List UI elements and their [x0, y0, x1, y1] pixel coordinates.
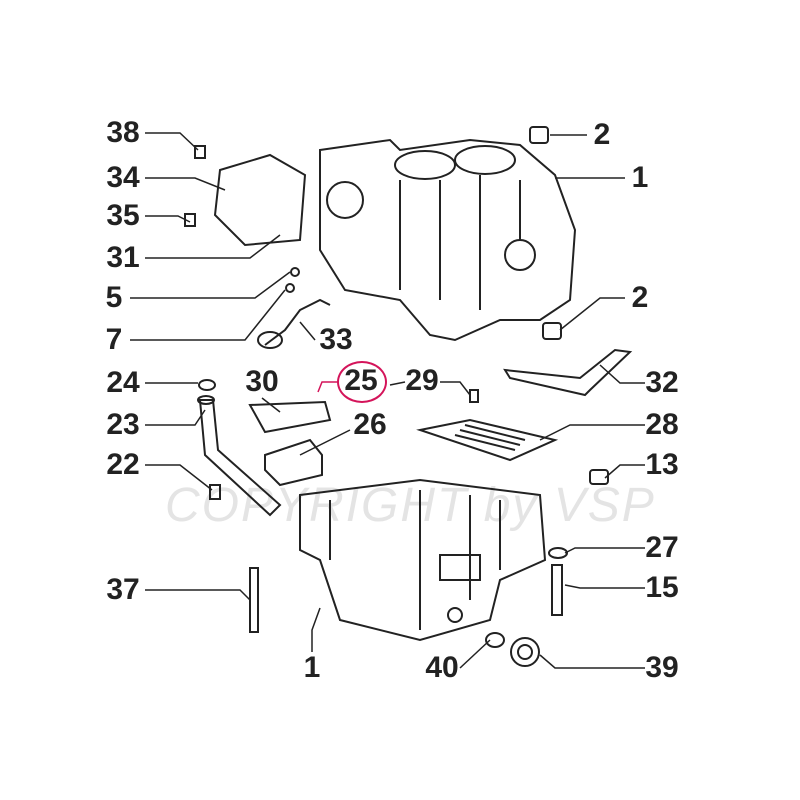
callout-28[interactable]: 28 [645, 408, 679, 441]
callout-26[interactable]: 26 [353, 408, 387, 441]
callout-7[interactable]: 7 [105, 323, 123, 356]
callout-38[interactable]: 38 [106, 116, 140, 149]
highlight-ring [337, 361, 387, 403]
cover-34 [213, 153, 307, 247]
callout-32[interactable]: 32 [645, 366, 679, 399]
callout-25[interactable]: 25 [344, 364, 378, 397]
seal-24 [198, 379, 216, 391]
bracket-32 [503, 348, 633, 397]
plug-39 [510, 637, 540, 667]
callout-40[interactable]: 40 [425, 651, 459, 684]
screw-29 [469, 389, 479, 403]
callout-27[interactable]: 27 [645, 531, 679, 564]
callout-35[interactable]: 35 [106, 199, 140, 232]
callout-1-pan[interactable]: 1 [303, 651, 321, 684]
dowel-2-bottom [542, 322, 562, 340]
pin-7 [285, 283, 295, 293]
callout-15[interactable]: 15 [645, 571, 679, 604]
bolt-15 [551, 564, 563, 616]
callout-2-bottom[interactable]: 2 [631, 281, 649, 314]
leader-lines [130, 132, 645, 669]
callout-30[interactable]: 30 [245, 365, 279, 398]
dowel-2-top [529, 126, 549, 144]
pin-5 [290, 267, 300, 277]
dipstick-tube [197, 395, 282, 517]
screw-22 [209, 484, 221, 500]
callout-23[interactable]: 23 [106, 408, 140, 441]
cylinder-block [319, 138, 577, 342]
washer-27 [548, 547, 568, 559]
plate-30 [248, 400, 332, 434]
callout-24[interactable]: 24 [106, 366, 140, 399]
callout-33[interactable]: 33 [319, 323, 353, 356]
watermark: COPYRIGHT by VSP [165, 479, 656, 532]
bolt-37 [249, 567, 259, 633]
ring-40 [485, 632, 505, 648]
callout-37[interactable]: 37 [106, 573, 140, 606]
screw-35 [184, 213, 196, 227]
screw-38 [194, 145, 206, 159]
callout-39[interactable]: 39 [645, 651, 679, 684]
oil-pan [299, 478, 547, 642]
callout-13[interactable]: 13 [645, 448, 679, 481]
callout-29[interactable]: 29 [405, 364, 439, 397]
dowel-13 [589, 469, 609, 485]
callout-5[interactable]: 5 [105, 281, 123, 314]
callout-31[interactable]: 31 [106, 241, 140, 274]
callout-34[interactable]: 34 [106, 161, 140, 194]
windage-tray-28 [416, 418, 559, 462]
flange-33 [257, 331, 283, 349]
callout-1-block[interactable]: 1 [631, 161, 649, 194]
baffle-26 [264, 438, 323, 487]
callout-22[interactable]: 22 [106, 448, 140, 481]
callout-2-top[interactable]: 2 [593, 118, 611, 151]
